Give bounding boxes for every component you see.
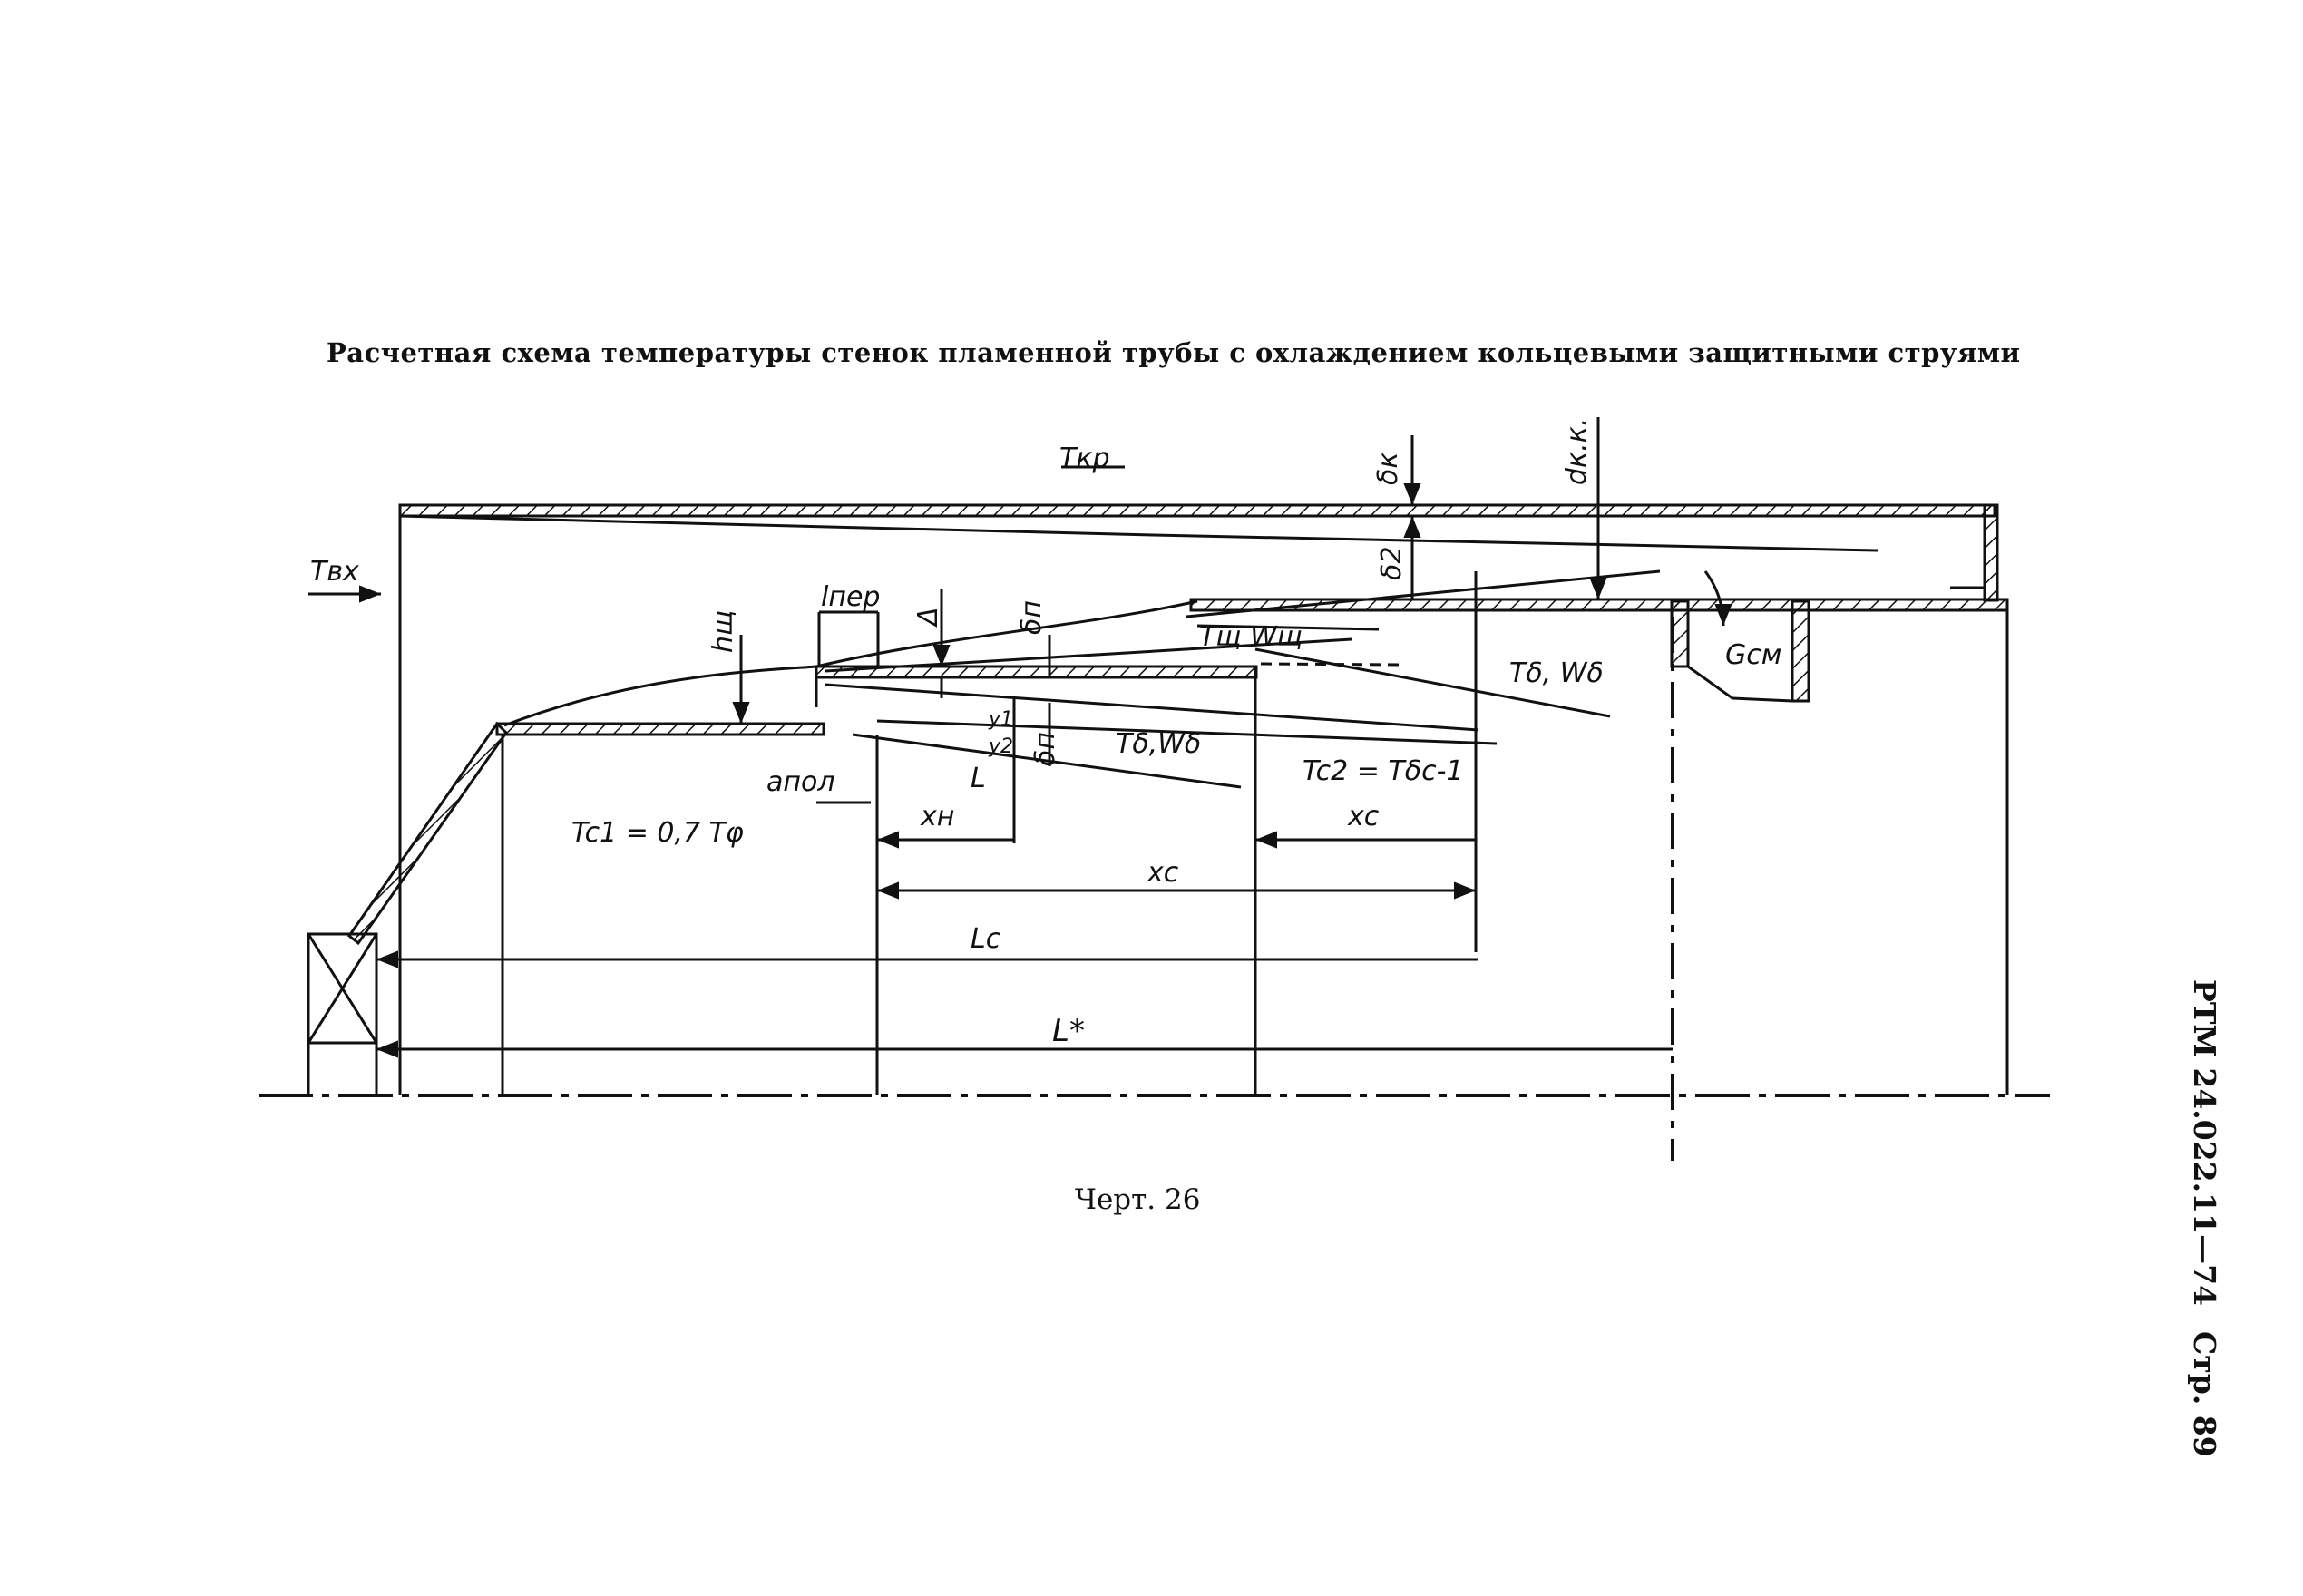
casing-end-wall (1983, 503, 1999, 602)
label-delta: Δ (912, 607, 944, 628)
label-t-sch-w-sch: Tщ Wщ (1199, 621, 1303, 653)
label-L-star: L* (1052, 1013, 1085, 1049)
mixer-hole-right (1791, 599, 1810, 703)
label-L: L (971, 763, 986, 794)
label-t-d-w-d-lower: Tδ,Wδ (1116, 728, 1201, 760)
stage-1-wall (495, 722, 825, 736)
figure-caption: Черт. 26 (1075, 1183, 1201, 1216)
label-h-sch: hщ (707, 610, 739, 653)
label-delta-k: δк (1372, 453, 1404, 485)
label-t-vx: Tвх (310, 556, 359, 588)
label-delta-2: δ2 (1376, 547, 1408, 580)
label-t-kr: Tкр (1059, 443, 1110, 474)
label-t-d-w-d-upper: Tδ, Wδ (1509, 657, 1604, 689)
label-g-sm: Gсм (1725, 639, 1781, 671)
label-l-per: lпер (821, 581, 880, 613)
label-tc1: Tc1 = 0,7 Tφ (571, 817, 744, 849)
flame-tube-diagram: Tкр Tвх δк dк.к. δ2 hщ lпер Δ δп δп Tщ W… (259, 417, 2050, 1161)
label-delta-p-lower: δп (1030, 732, 1061, 766)
label-a-pol: aпол (766, 766, 835, 798)
front-cone (346, 721, 508, 946)
label-y1: y1 (988, 708, 1013, 731)
label-d-kk: dк.к. (1561, 418, 1593, 485)
diagram-title: Расчетная схема температуры стенок пламе… (327, 337, 2021, 368)
side-header: РТМ 24.022.11—74Стр. 89 (2177, 979, 2222, 1596)
label-x-c: xс (1147, 857, 1179, 889)
label-delta-p: δп (1016, 600, 1048, 635)
label-tc2: Tc2 = Tδc-1 (1303, 755, 1464, 787)
label-x-c-short: xс (1347, 801, 1380, 832)
casing-wall (398, 503, 1996, 518)
label-x-n: xн (920, 801, 954, 832)
swirler (307, 932, 378, 1045)
standard-number: РТМ 24.022.11—74 (2187, 979, 2222, 1307)
diagram-labels: Tкр Tвх δк dк.к. δ2 hщ lпер Δ δп δп Tщ W… (310, 418, 1781, 1049)
label-y2: y2 (988, 735, 1013, 758)
label-L-i: Lc (971, 923, 1001, 955)
page-number: Стр. 89 (2187, 1331, 2222, 1457)
